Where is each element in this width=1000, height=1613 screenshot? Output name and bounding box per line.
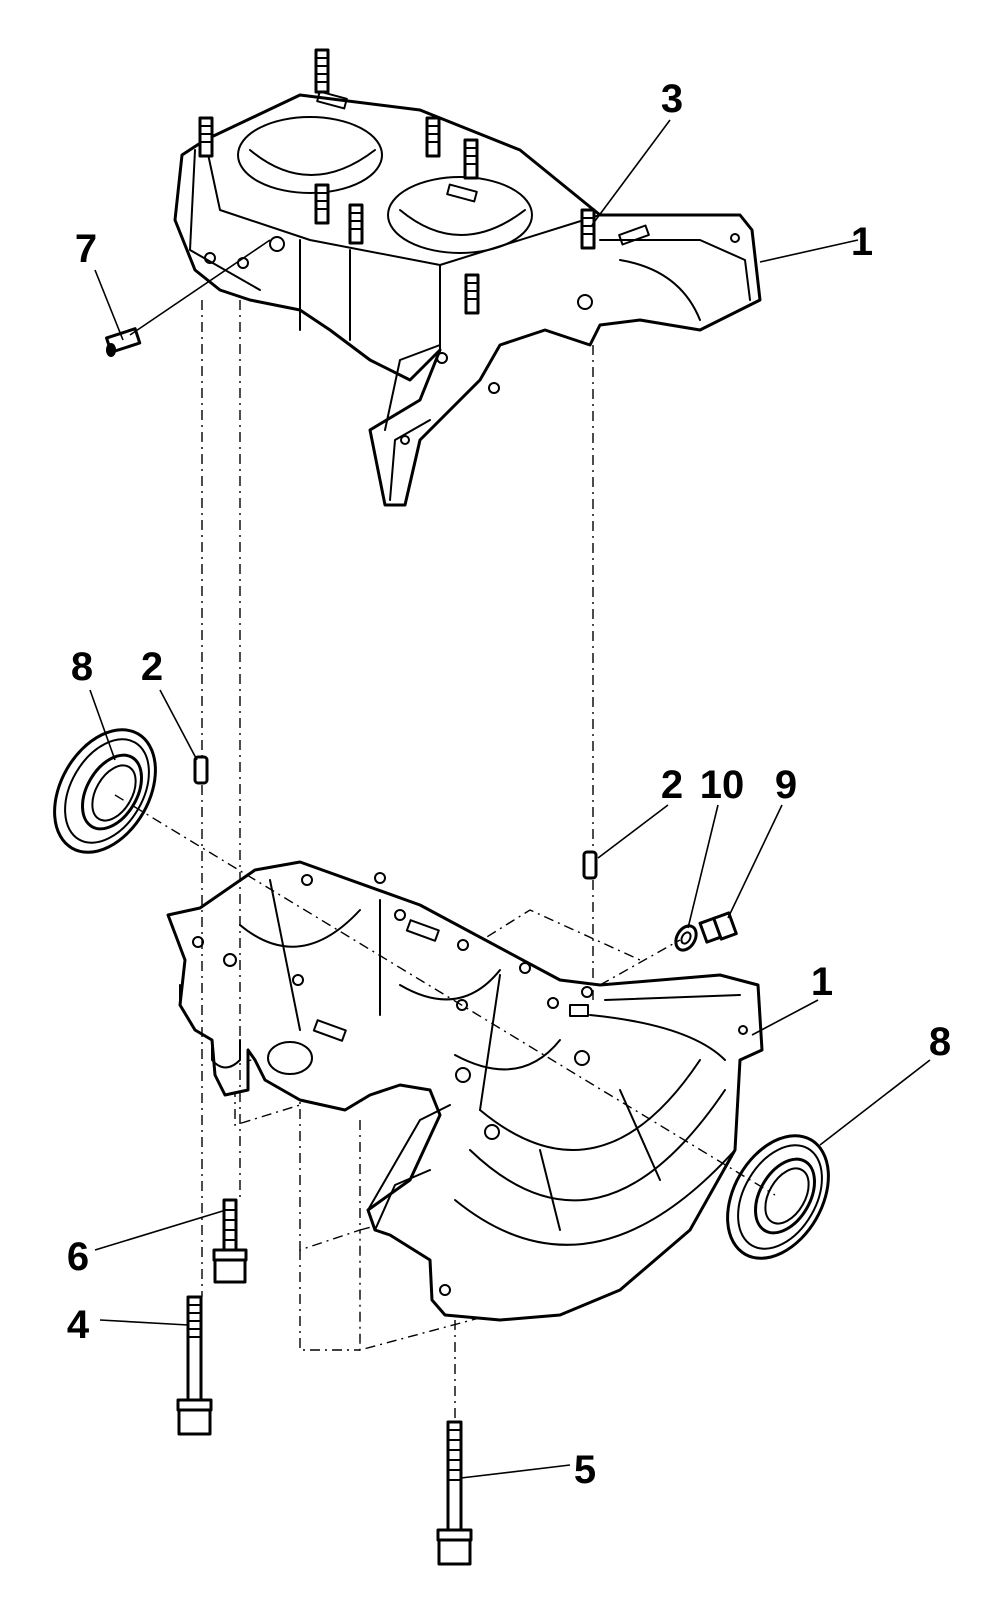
callout-lower-crankcase: 1 [811,960,833,1004]
callout-dowel-right: 2 [661,763,683,807]
callout-labels: 1 1 2 2 3 4 5 6 7 8 8 9 10 [67,77,951,1492]
washer [674,924,698,952]
callout-dowel-left: 2 [141,645,163,689]
dowel-pin-left [193,755,209,785]
callout-seal-right: 8 [929,1020,951,1064]
callout-washer: 10 [700,763,745,807]
center-bolt [436,1420,473,1566]
callout-long-bolt: 4 [67,1303,90,1347]
alignment-lines [114,300,776,1422]
stud [198,116,214,158]
oil-seal-left [53,728,157,854]
stud [463,138,479,180]
stud [348,203,364,245]
dowel-pin-right [582,850,598,880]
callout-seal-left: 8 [71,645,93,689]
short-bolt [212,1198,248,1284]
stud [425,116,441,158]
plug [698,911,738,944]
stud [314,48,330,94]
leader-lines [89,119,931,1479]
cylinder-studs [198,48,596,315]
fitting [105,327,142,357]
callout-fitting: 7 [75,227,97,271]
long-bolt [176,1295,213,1436]
stud [464,273,480,315]
stud [580,208,596,250]
callout-center-bolt: 5 [574,1448,596,1492]
callout-plug: 9 [775,763,797,807]
callout-short-bolt: 6 [67,1235,89,1279]
lower-crankcase [166,860,764,1322]
callout-stud: 3 [661,77,683,121]
callout-upper-crankcase: 1 [851,220,873,264]
stud [314,183,330,225]
